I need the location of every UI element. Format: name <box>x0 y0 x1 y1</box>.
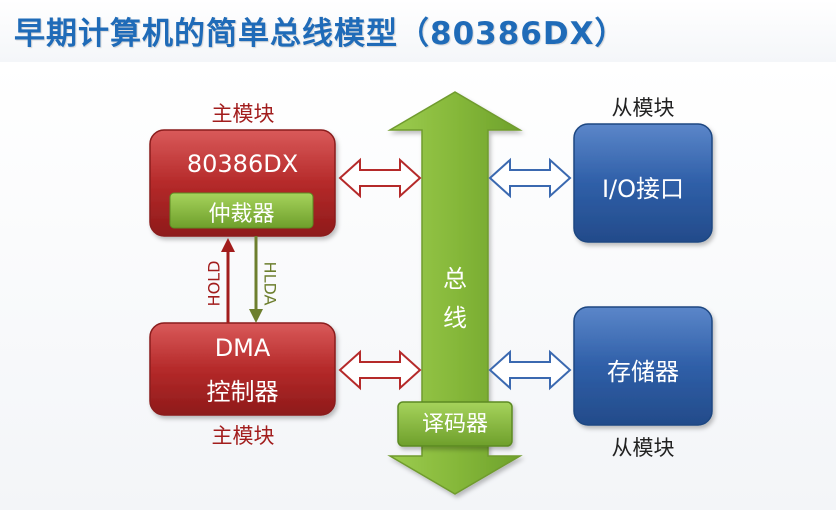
decoder-label: 译码器 <box>421 412 488 437</box>
bus-memory-arrow <box>488 349 572 391</box>
dma-bus-arrow <box>338 349 422 391</box>
dma-box <box>149 322 336 416</box>
dma-name-line2: 控制器 <box>206 378 279 406</box>
title-bar: 早期计算机的简单总线模型（80386DX） <box>0 0 836 63</box>
io-box <box>573 123 713 243</box>
memory-box <box>573 306 713 426</box>
dma-name-line1: DMA <box>214 334 271 362</box>
diagram-stage: 主模块 80386DX 仲裁器 DMA 控制器 主模块 从模块 I/O接口 存储… <box>0 62 836 510</box>
bus-diagram <box>149 91 713 495</box>
dma-role-label: 主模块 <box>211 424 275 448</box>
hlda-arrowhead <box>249 309 263 323</box>
cpu-bus-arrow <box>338 157 422 199</box>
memory-name: 存储器 <box>607 358 679 386</box>
arbiter-label: 仲裁器 <box>208 202 275 227</box>
memory-role-label: 从模块 <box>611 436 675 460</box>
bus-arrow <box>387 91 523 495</box>
bus-label-line1: 总 <box>443 265 467 293</box>
page-title: 早期计算机的简单总线模型（80386DX） <box>14 16 627 52</box>
hold-label: HOLD <box>204 260 224 307</box>
cpu-role-label: 主模块 <box>211 102 275 126</box>
cpu-name: 80386DX <box>186 150 299 178</box>
hold-arrowhead <box>221 238 235 252</box>
bus-io-arrow <box>488 157 572 199</box>
io-name: I/O接口 <box>601 175 685 203</box>
bus-label-line2: 线 <box>443 304 467 332</box>
io-role-label: 从模块 <box>611 96 675 120</box>
arbiter-box <box>169 192 314 229</box>
decoder-box <box>397 401 513 447</box>
hlda-label: HLDA <box>260 261 280 306</box>
